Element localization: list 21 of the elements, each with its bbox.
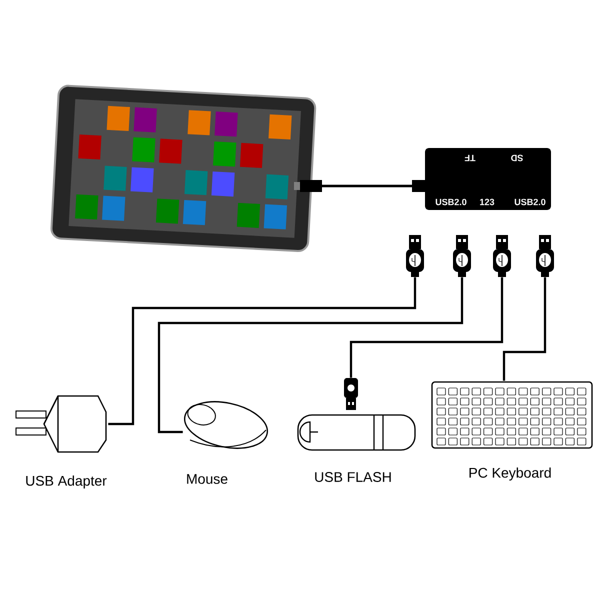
port-label: 123: [480, 198, 494, 206]
port-label: USB2.0: [436, 198, 466, 206]
cable: [502, 277, 546, 381]
device-label: Mouse: [187, 474, 228, 484]
usb-flash-drive-drawing: [297, 378, 416, 451]
cable: [108, 277, 416, 426]
port-label: SD: [511, 154, 523, 162]
charger-drawing: [16, 395, 107, 453]
usb-plug: [406, 235, 424, 277]
port-label: TF: [464, 154, 476, 162]
usb-plug: [493, 235, 511, 277]
cable: [350, 277, 504, 378]
usb-plug: [453, 235, 471, 277]
port-label: USB2.0: [514, 198, 546, 206]
usb-plug: [536, 235, 554, 277]
keyboard-drawing: [431, 381, 593, 449]
cable: [158, 277, 464, 434]
mouse-drawing: [184, 401, 268, 449]
device-label: USB Adapter: [26, 475, 107, 489]
device-label: USB FLASH: [315, 472, 391, 482]
device-label: PC Keyboard: [470, 467, 551, 481]
